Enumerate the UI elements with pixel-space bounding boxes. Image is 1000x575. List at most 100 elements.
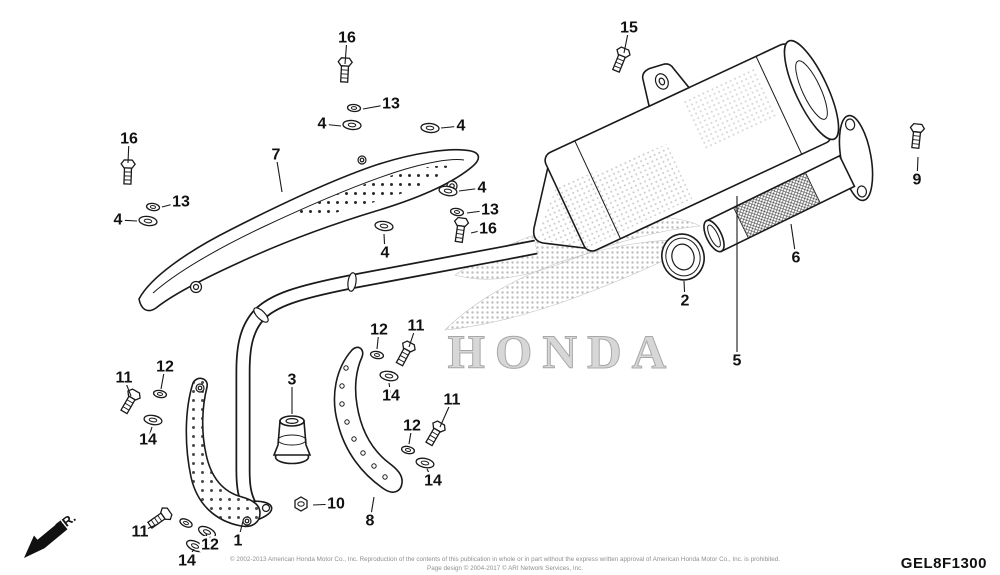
collar-ring — [277, 434, 307, 446]
callout-14-26[interactable]: 14 — [422, 470, 445, 492]
bolt-16-right — [451, 216, 470, 244]
shield-mount-hole — [192, 283, 200, 291]
watermark-text: HONDA — [448, 326, 677, 379]
leader-line-4-12 — [383, 233, 386, 254]
leader-line-14-32 — [186, 548, 195, 562]
leader-line-14-19 — [388, 382, 392, 397]
washer-12-lower — [400, 444, 416, 456]
leader-line-16-5 — [127, 138, 130, 164]
callout-13-10[interactable]: 13 — [479, 199, 502, 221]
callout-12-25[interactable]: 12 — [401, 415, 424, 437]
exhaust-gasket — [661, 233, 705, 281]
leader-line-11-21 — [123, 377, 132, 397]
leader-line-12-17 — [376, 329, 380, 350]
honda-watermark: HONDA — [444, 215, 702, 380]
leader-line-1-29 — [237, 520, 244, 542]
mount-flange-hole — [844, 118, 856, 131]
leader-line-13-1 — [362, 103, 392, 110]
callout-9-13[interactable]: 9 — [910, 169, 924, 191]
callout-5-16[interactable]: 5 — [730, 350, 744, 372]
callout-4-2[interactable]: 4 — [315, 113, 329, 135]
heat-shield-perforation — [292, 165, 449, 220]
callout-16-5[interactable]: 16 — [118, 128, 141, 150]
callout-10-27[interactable]: 10 — [325, 493, 348, 515]
joint-collar — [272, 415, 312, 465]
callout-4-12[interactable]: 4 — [378, 242, 392, 264]
copyright-line-1: © 2002-2013 American Honda Motor Co., In… — [230, 555, 780, 563]
callout-4-9[interactable]: 4 — [475, 177, 489, 199]
leader-line-13-6 — [161, 201, 182, 208]
callout-2-14[interactable]: 2 — [678, 290, 692, 312]
callout-6-15[interactable]: 6 — [789, 247, 803, 269]
fr-direction: FR. — [24, 510, 79, 558]
muffler-bracket-hole — [658, 77, 666, 86]
bolt-15 — [608, 45, 633, 75]
callout-4-3[interactable]: 4 — [454, 115, 468, 137]
callout-14-23[interactable]: 14 — [137, 429, 160, 451]
tail-pipe-opening-inner — [707, 224, 721, 248]
leader-line-11-24 — [439, 399, 453, 428]
pipe-cover-holes — [339, 365, 388, 480]
bolt-9 — [907, 122, 926, 150]
leader-line-15-4 — [623, 27, 630, 54]
leader-line-4-2 — [321, 123, 342, 127]
callout-14-19[interactable]: 14 — [380, 385, 403, 407]
muffler-end-cap-inner — [795, 60, 828, 120]
callout-12-17[interactable]: 12 — [368, 319, 391, 341]
exhaust-pipe-tube-inner — [237, 241, 538, 509]
muffler-seam — [755, 56, 803, 155]
muffler-halftone-top — [681, 67, 778, 151]
callout-15-4[interactable]: 15 — [618, 17, 641, 39]
washer-13-top — [346, 103, 362, 113]
tail-pipe-opening — [703, 219, 725, 253]
callout-13-6[interactable]: 13 — [170, 191, 193, 213]
protector-mount-hole — [244, 518, 250, 524]
washer-13-left — [145, 201, 161, 213]
leader-line-14-23 — [147, 426, 153, 441]
callout-11-21[interactable]: 11 — [113, 367, 135, 389]
tail-pipe — [703, 154, 856, 253]
muffler-end-cap — [783, 39, 840, 141]
callout-12-22[interactable]: 12 — [154, 356, 177, 378]
pipe-joint-ring — [347, 272, 357, 292]
callout-16-11[interactable]: 16 — [477, 218, 500, 240]
leader-line-16-0 — [344, 37, 348, 65]
callout-4-7[interactable]: 4 — [111, 209, 125, 231]
leader-line-8-28 — [369, 496, 375, 522]
leader-line-6-15 — [790, 223, 797, 259]
leader-line-4-3 — [440, 125, 462, 129]
leader-line-10-27 — [312, 503, 337, 506]
pipe-cover — [333, 346, 403, 493]
leader-line-11-18 — [408, 325, 417, 348]
callout-3-20[interactable]: 3 — [285, 369, 299, 391]
bolt-11-lower — [422, 418, 448, 449]
gasket-mid — [665, 237, 701, 277]
collar-14-lower — [414, 456, 436, 470]
callout-16-0[interactable]: 16 — [336, 27, 359, 49]
washer-12-mid — [369, 349, 385, 361]
callout-11-24[interactable]: 11 — [441, 389, 463, 411]
fr-arrow-icon — [24, 520, 68, 558]
copyright-line-2: Page design © 2004-2017 © ARI Network Se… — [427, 564, 583, 572]
callout-12-31[interactable]: 12 — [199, 534, 222, 556]
pipe-cover-body — [333, 346, 403, 493]
pipe-flange-hole — [261, 503, 271, 513]
callout-14-32[interactable]: 14 — [176, 550, 199, 572]
muffler-assembly — [532, 39, 874, 281]
callout-1-29[interactable]: 1 — [231, 530, 245, 552]
leader-line-12-25 — [408, 425, 413, 445]
callout-8-28[interactable]: 8 — [363, 510, 377, 532]
bolt-11-mid — [392, 339, 418, 369]
leader-line-4-9 — [458, 187, 483, 192]
muffler-seam — [574, 140, 621, 239]
callout-13-1[interactable]: 13 — [380, 93, 403, 115]
washer-13-right — [449, 206, 465, 218]
callout-11-18[interactable]: 11 — [405, 315, 427, 337]
pipe-joint-ring — [253, 307, 269, 323]
callout-7-8[interactable]: 7 — [269, 144, 283, 166]
protector-mount-hole — [197, 385, 203, 391]
washer-4-center — [373, 219, 395, 233]
callout-11-30[interactable]: 11 — [129, 521, 151, 543]
tail-pipe-knurl — [732, 171, 821, 239]
